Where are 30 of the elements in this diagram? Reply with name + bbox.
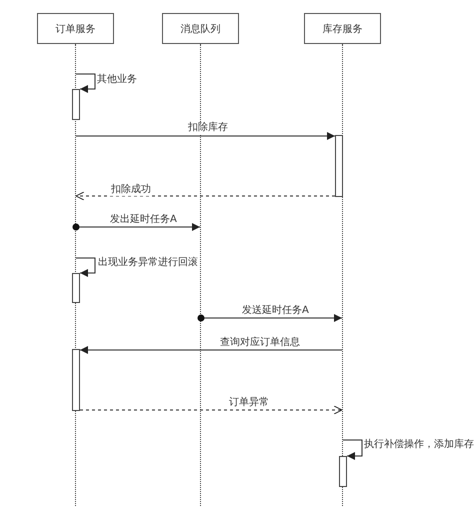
activation-bar <box>335 135 343 197</box>
edge-label: 扣除成功 <box>110 184 152 196</box>
edge-label: 发送延时任务A <box>241 305 310 317</box>
activation-bar <box>72 273 80 303</box>
edge-label: 其他业务 <box>96 74 138 86</box>
participant-name: 库存服务 <box>322 22 362 36</box>
message-arrow <box>80 406 342 414</box>
message-arrow <box>76 258 96 277</box>
participant-box <box>37 13 114 44</box>
edge-label: 订单异常 <box>228 397 270 409</box>
message-arrow <box>76 192 336 200</box>
message-arrow <box>76 132 336 140</box>
edge-label: 扣除库存 <box>187 122 229 134</box>
activation-bar <box>339 456 347 487</box>
participant-box <box>304 13 381 44</box>
edge-label: 执行补偿操作，添加库存 <box>363 439 474 451</box>
message-arrow <box>80 346 342 354</box>
participant-name: 消息队列 <box>180 22 220 36</box>
edge-label: 出现业务异常进行回滚 <box>97 257 199 269</box>
message-arrow <box>76 74 96 93</box>
message-arrow <box>72 223 200 231</box>
edge-label: 查询对应订单信息 <box>219 337 301 349</box>
message-arrow <box>198 314 342 322</box>
activation-bar <box>72 89 80 120</box>
participant-name: 订单服务 <box>56 22 96 36</box>
edge-label: 发出延时任务A <box>109 214 178 226</box>
activation-bar <box>72 349 80 411</box>
message-arrow <box>342 440 362 460</box>
lifeline <box>200 44 201 506</box>
participant-box <box>162 13 239 44</box>
